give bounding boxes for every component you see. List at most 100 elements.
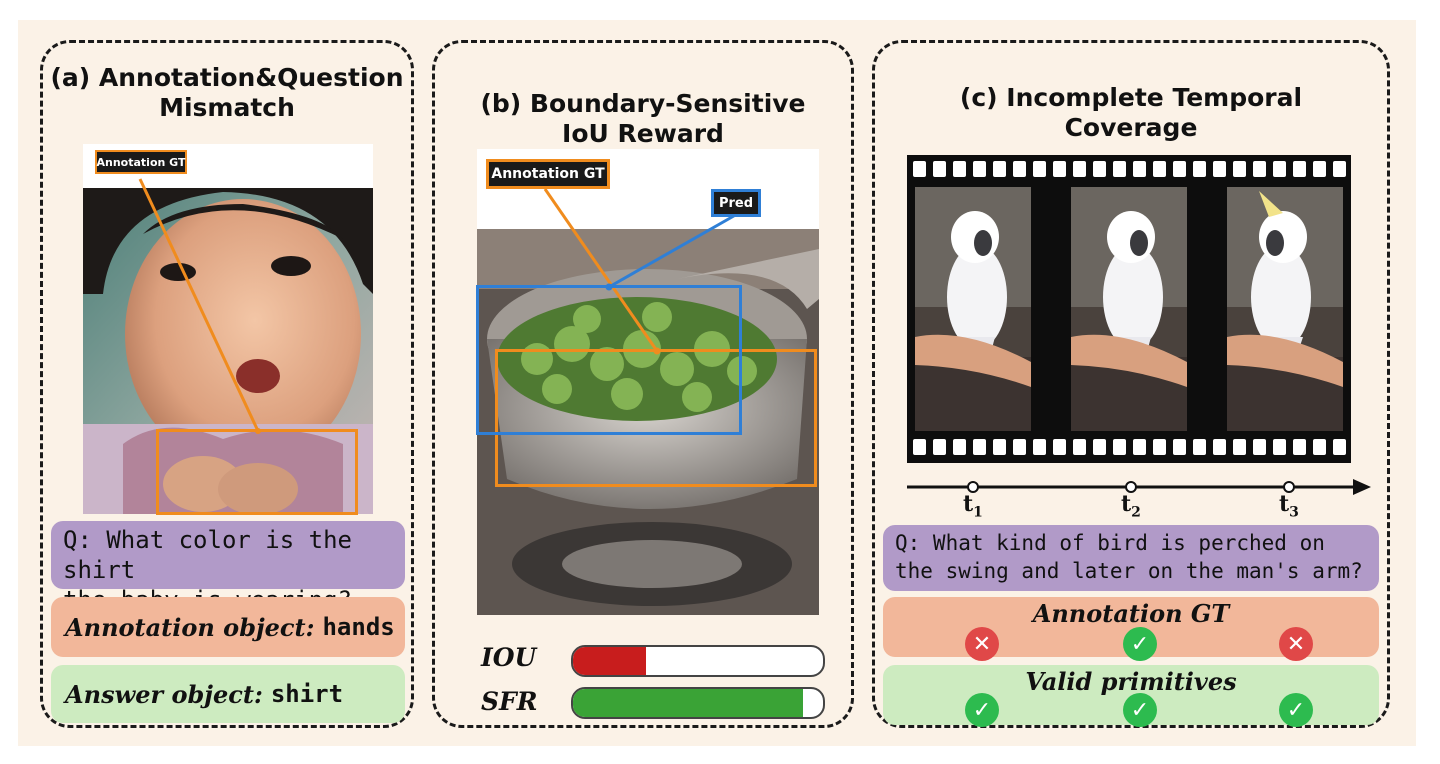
film-hole (993, 439, 1006, 455)
film-hole (1233, 439, 1246, 455)
film-hole (1333, 161, 1346, 177)
film-hole (1213, 161, 1226, 177)
film-hole (1133, 439, 1146, 455)
panel-b: (b) Boundary-Sensitive IoU Reward (432, 40, 854, 728)
tick-label-t2-sub: 2 (1131, 504, 1141, 521)
film-hole (1253, 161, 1266, 177)
annotation-gt-tag: Annotation GT (95, 150, 187, 174)
timeline-tick-2 (1125, 481, 1137, 493)
film-hole (1113, 439, 1126, 455)
baby-image (83, 144, 373, 514)
gt-bounding-box (495, 349, 817, 487)
panel-c-title-line2: Coverage (1064, 113, 1198, 142)
baby-photo (83, 188, 373, 514)
cockatoo-image (915, 187, 1031, 431)
question-box-c: Q: What kind of bird is perched on the s… (883, 525, 1379, 591)
question-c-line1: Q: What kind of bird is perched on (895, 531, 1325, 555)
film-frame-3 (1227, 187, 1343, 431)
tick-label-t1: t1 (963, 491, 983, 520)
film-hole (1273, 161, 1286, 177)
panel-c-title-line1: (c) Incomplete Temporal (959, 83, 1303, 112)
film-hole (1153, 439, 1166, 455)
pred-tag: Pred (711, 189, 761, 217)
film-hole (1133, 161, 1146, 177)
film-hole (1193, 161, 1206, 177)
film-hole (1313, 439, 1326, 455)
cockatoo-image (1071, 187, 1187, 431)
figure-canvas: (a) Annotation&Question Mismatch (18, 20, 1416, 746)
film-hole (1333, 439, 1346, 455)
panel-b-title-line1: (b) Boundary-Sensitive (480, 89, 806, 118)
sfr-label: SFR (481, 687, 538, 716)
tick-label-t2: t2 (1121, 491, 1141, 520)
film-hole (1313, 161, 1326, 177)
answer-object-value: shirt (270, 680, 344, 708)
tick-label-t3-base: t (1279, 491, 1290, 517)
film-hole (933, 439, 946, 455)
timeline (907, 479, 1371, 495)
tick-label-t1-base: t (963, 491, 974, 517)
valid-mark-1: ✓ (965, 693, 999, 727)
panel-b-title-line2: IoU Reward (562, 119, 724, 148)
iou-bar (571, 645, 825, 677)
gt-mark-3: ✕ (1279, 627, 1313, 661)
film-hole (953, 161, 966, 177)
panel-c: (c) Incomplete Temporal Coverage (872, 40, 1390, 728)
film-hole (1213, 439, 1226, 455)
broccoli-photo (477, 229, 819, 615)
valid-mark-3: ✓ (1279, 693, 1313, 727)
tick-label-t2-base: t (1121, 491, 1132, 517)
valid-primitives-row-title: Valid primitives (1025, 667, 1237, 696)
iou-bar-fill (573, 647, 646, 675)
valid-mark-2: ✓ (1123, 693, 1157, 727)
panel-a-title: (a) Annotation&Question Mismatch (43, 63, 411, 123)
film-holes-bottom (907, 439, 1351, 457)
film-hole (933, 161, 946, 177)
film-hole (913, 161, 926, 177)
film-hole (973, 439, 986, 455)
gt-mark-2: ✓ (1123, 627, 1157, 661)
film-hole (1033, 161, 1046, 177)
panel-b-title: (b) Boundary-Sensitive IoU Reward (435, 89, 851, 149)
film-hole (1253, 439, 1266, 455)
iou-label: IOU (481, 643, 537, 672)
question-a-line1: Q: What color is the shirt (63, 526, 352, 584)
sfr-bar-fill (573, 689, 803, 717)
tick-label-t3: t3 (1279, 491, 1299, 520)
panel-a: (a) Annotation&Question Mismatch (40, 40, 414, 728)
film-hole (1233, 161, 1246, 177)
timeline-tick-1 (967, 481, 979, 493)
annotation-gt-row: Annotation GT ✕ ✓ ✕ (883, 597, 1379, 661)
film-hole (973, 161, 986, 177)
pred-bounding-box (476, 285, 742, 435)
film-hole (1093, 439, 1106, 455)
film-hole (1053, 439, 1066, 455)
film-hole (1173, 161, 1186, 177)
annotation-object-label: Annotation object: (65, 612, 315, 642)
gt-leader-line (543, 188, 659, 352)
film-strip (907, 155, 1351, 463)
panel-a-title-line1: (a) Annotation&Question (50, 63, 404, 92)
sfr-bar (571, 687, 825, 719)
film-hole (1073, 161, 1086, 177)
timeline-arrow (1353, 479, 1371, 495)
annotation-gt-box (156, 429, 358, 515)
tick-label-t3-sub: 3 (1289, 504, 1299, 521)
film-frame-1 (915, 187, 1031, 431)
film-holes-top (907, 161, 1351, 179)
film-frame-2 (1071, 187, 1187, 431)
film-hole (1053, 161, 1066, 177)
cockatoo-image (1227, 187, 1343, 431)
annotation-object-box: Annotation object: hands (51, 597, 405, 657)
gt-mark-1: ✕ (965, 627, 999, 661)
question-c-line2: the swing and later on the man's arm? (895, 559, 1363, 583)
film-hole (1013, 161, 1026, 177)
panel-a-title-line2: Mismatch (159, 93, 295, 122)
answer-object-label: Answer object: (65, 679, 263, 709)
question-box-a: Q: What color is the shirt the baby is w… (51, 521, 405, 614)
annotation-gt-tag-b: Annotation GT (486, 159, 610, 189)
answer-object-box: Answer object: shirt (51, 665, 405, 723)
film-hole (1113, 161, 1126, 177)
film-hole (1093, 161, 1106, 177)
film-hole (1153, 161, 1166, 177)
